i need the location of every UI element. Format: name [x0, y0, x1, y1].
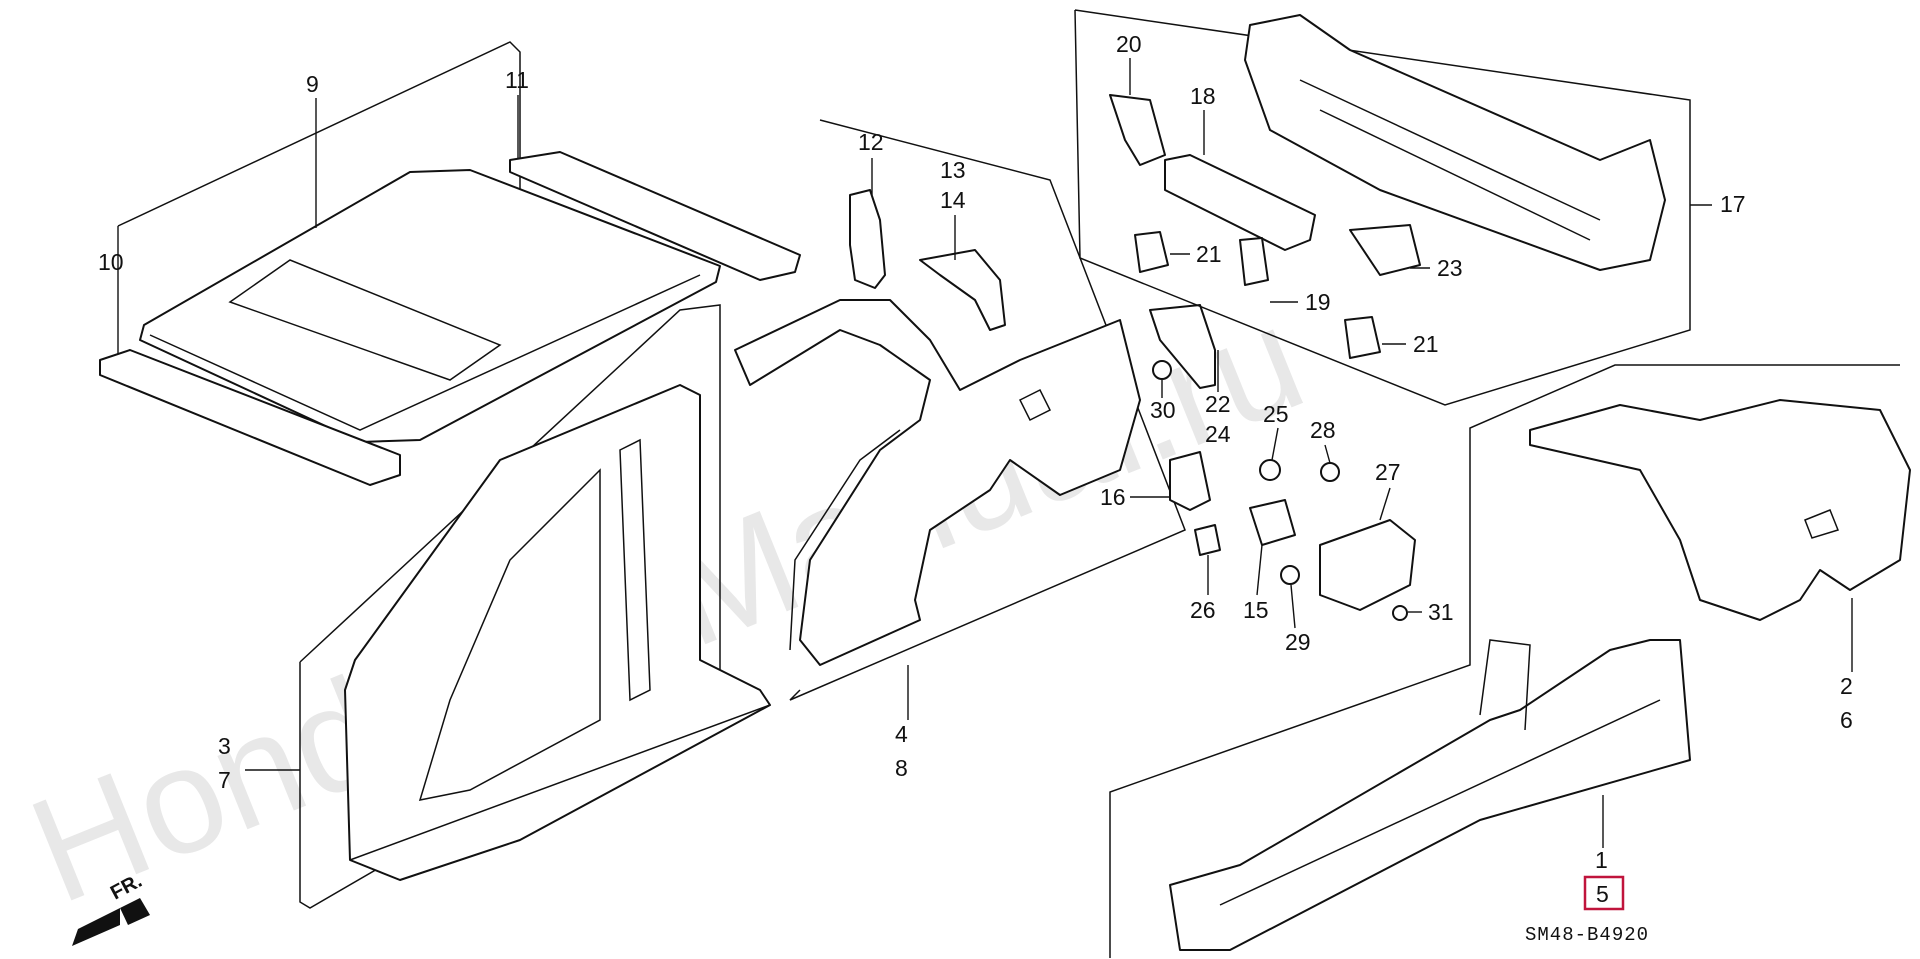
side-sill-frame	[1109, 364, 1900, 958]
rear-panel-frame	[1074, 9, 1691, 406]
callout-3: 3	[218, 733, 231, 759]
callout-17: 17	[1720, 191, 1746, 217]
callout-15: 15	[1243, 597, 1269, 623]
callout-22: 22	[1205, 391, 1231, 417]
callout-21b: 21	[1413, 331, 1439, 357]
callout-23: 23	[1437, 255, 1463, 281]
side-sill	[1169, 639, 1691, 951]
callout-28: 28	[1310, 417, 1336, 443]
callout-29: 29	[1285, 629, 1311, 655]
front-roof-rail	[99, 349, 401, 486]
callout-21a: 21	[1196, 241, 1222, 267]
callout-9: 9	[306, 71, 319, 97]
part-28-bolt	[1320, 462, 1340, 482]
callout-19: 19	[1305, 289, 1331, 315]
outer-quarter-panel	[1529, 399, 1911, 621]
part-20-bracket	[1109, 94, 1166, 166]
roof-frame	[117, 41, 521, 227]
front-direction-arrow-icon	[72, 898, 150, 946]
part-12-bracket	[849, 189, 886, 289]
callout-11: 11	[505, 67, 529, 93]
callout-18: 18	[1190, 83, 1216, 109]
callout-24: 24	[1205, 421, 1231, 447]
part-30-nut	[1152, 360, 1172, 380]
part-19-bracket	[1239, 237, 1269, 286]
diagram-code: SM48-B4920	[1525, 924, 1649, 946]
highlighted-callout-box	[1583, 875, 1625, 911]
part-31-screw	[1392, 605, 1408, 621]
part-23-bracket	[1349, 224, 1421, 276]
callout-14: 14	[940, 187, 966, 213]
part-26-clip	[1194, 524, 1221, 556]
part-14-bracket	[919, 249, 1006, 331]
callout-12: 12	[858, 129, 884, 155]
roof-panel	[139, 169, 721, 443]
front-outer-panel	[344, 384, 771, 881]
callout-20: 20	[1116, 31, 1142, 57]
rear-panel	[1244, 14, 1666, 271]
part-18-reinforcement	[1164, 154, 1316, 251]
rear-roof-rail	[509, 151, 801, 281]
callout-1: 1	[1595, 847, 1608, 873]
callout-25: 25	[1263, 401, 1289, 427]
part-21b-bracket	[1344, 316, 1381, 359]
part-16-bracket	[1169, 451, 1211, 511]
callout-31: 31	[1428, 599, 1454, 625]
callout-27: 27	[1375, 459, 1401, 485]
callout-2: 2	[1840, 673, 1853, 699]
part-25-clip	[1259, 459, 1281, 481]
rear-quarter-frame	[789, 119, 1186, 701]
callout-8: 8	[895, 755, 908, 781]
callout-13: 13	[940, 157, 966, 183]
part-27-mount	[1319, 519, 1416, 611]
part-15-block	[1249, 499, 1296, 546]
callout-5: 5	[1596, 881, 1609, 907]
part-29-nut	[1280, 565, 1300, 585]
part-22-bracket	[1149, 304, 1216, 389]
callout-10: 10	[98, 249, 124, 275]
part-21a-bracket	[1134, 231, 1169, 273]
callout-30: 30	[1150, 397, 1176, 423]
callout-6: 6	[1840, 707, 1853, 733]
callout-16: 16	[1100, 484, 1126, 510]
callout-4: 4	[895, 721, 908, 747]
rear-quarter-panel	[734, 299, 1141, 666]
callout-26: 26	[1190, 597, 1216, 623]
callout-7: 7	[218, 767, 231, 793]
